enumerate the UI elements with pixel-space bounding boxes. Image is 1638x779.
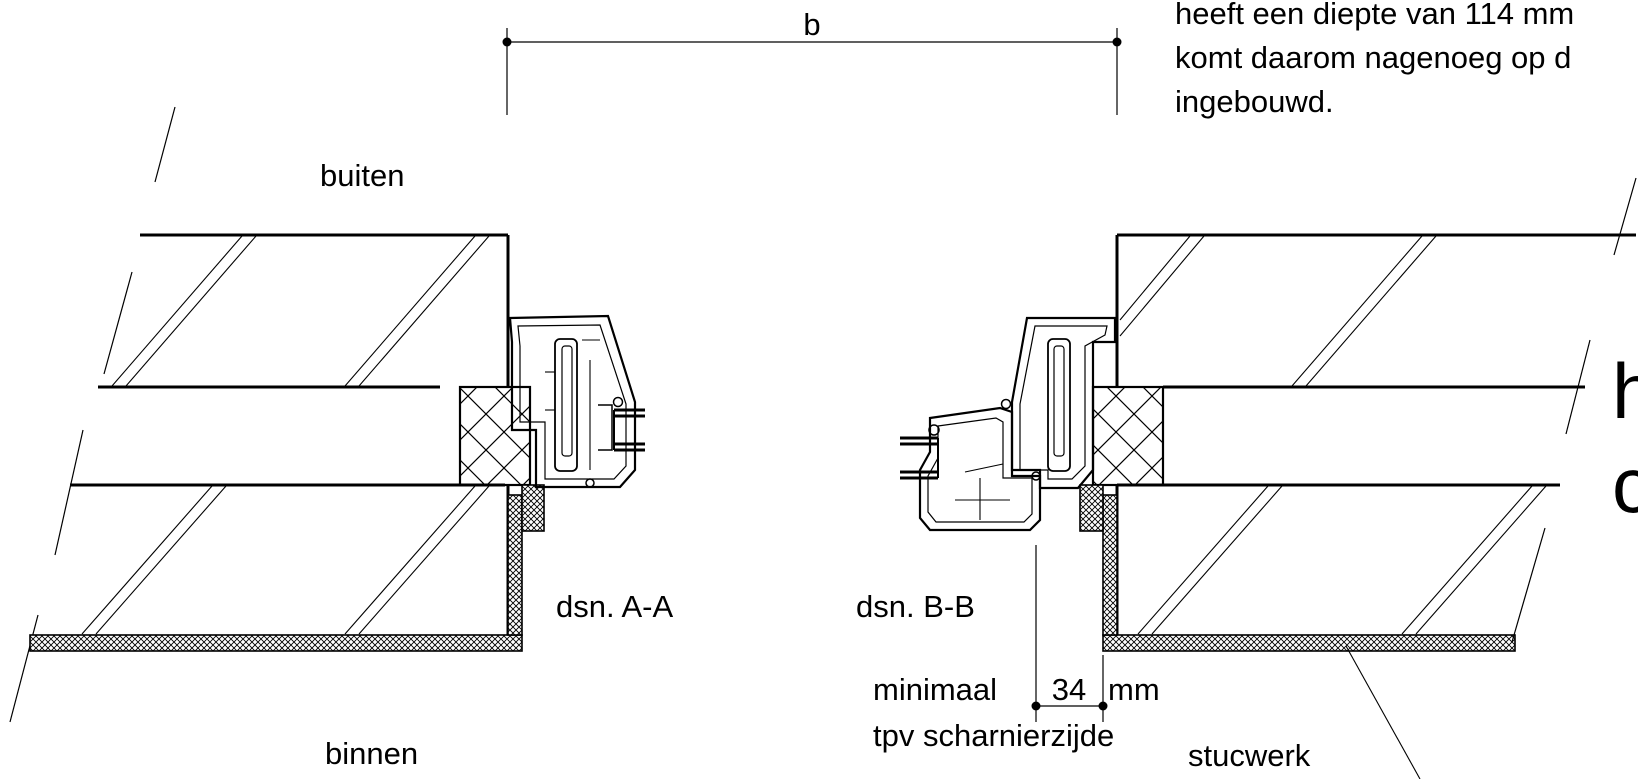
right-wall xyxy=(1079,177,1637,779)
label-minimum: minimaal xyxy=(873,672,997,707)
label-outside: buiten xyxy=(320,158,404,193)
left-wall xyxy=(9,106,545,723)
frame-profile-a xyxy=(508,314,645,489)
description-text: heeft een diepte van 114 mm komt daarom … xyxy=(1175,0,1574,119)
label-inside: binnen xyxy=(325,736,418,771)
description-line-3: ingebouwd. xyxy=(1175,84,1334,119)
label-section-b: dsn. B-B xyxy=(856,589,975,624)
label-minimum-value: 34 xyxy=(1052,672,1086,707)
dimension-34mm xyxy=(1031,545,1108,722)
cut-letter-1: h xyxy=(1612,347,1638,435)
frame-profile-b xyxy=(900,316,1117,532)
description-line-2: komt daarom nagenoeg op d xyxy=(1175,40,1571,75)
dimension-b-label: b xyxy=(803,7,820,42)
description-line-1: heeft een diepte van 114 mm xyxy=(1175,0,1574,31)
dimension-b: b xyxy=(502,7,1122,115)
label-section-a: dsn. A-A xyxy=(556,589,673,624)
label-minimum-unit: mm xyxy=(1108,672,1160,707)
cut-letter-2: c xyxy=(1612,441,1638,529)
label-hinge-side: tpv scharnierzijde xyxy=(873,718,1114,753)
label-plaster: stucwerk xyxy=(1188,738,1311,773)
